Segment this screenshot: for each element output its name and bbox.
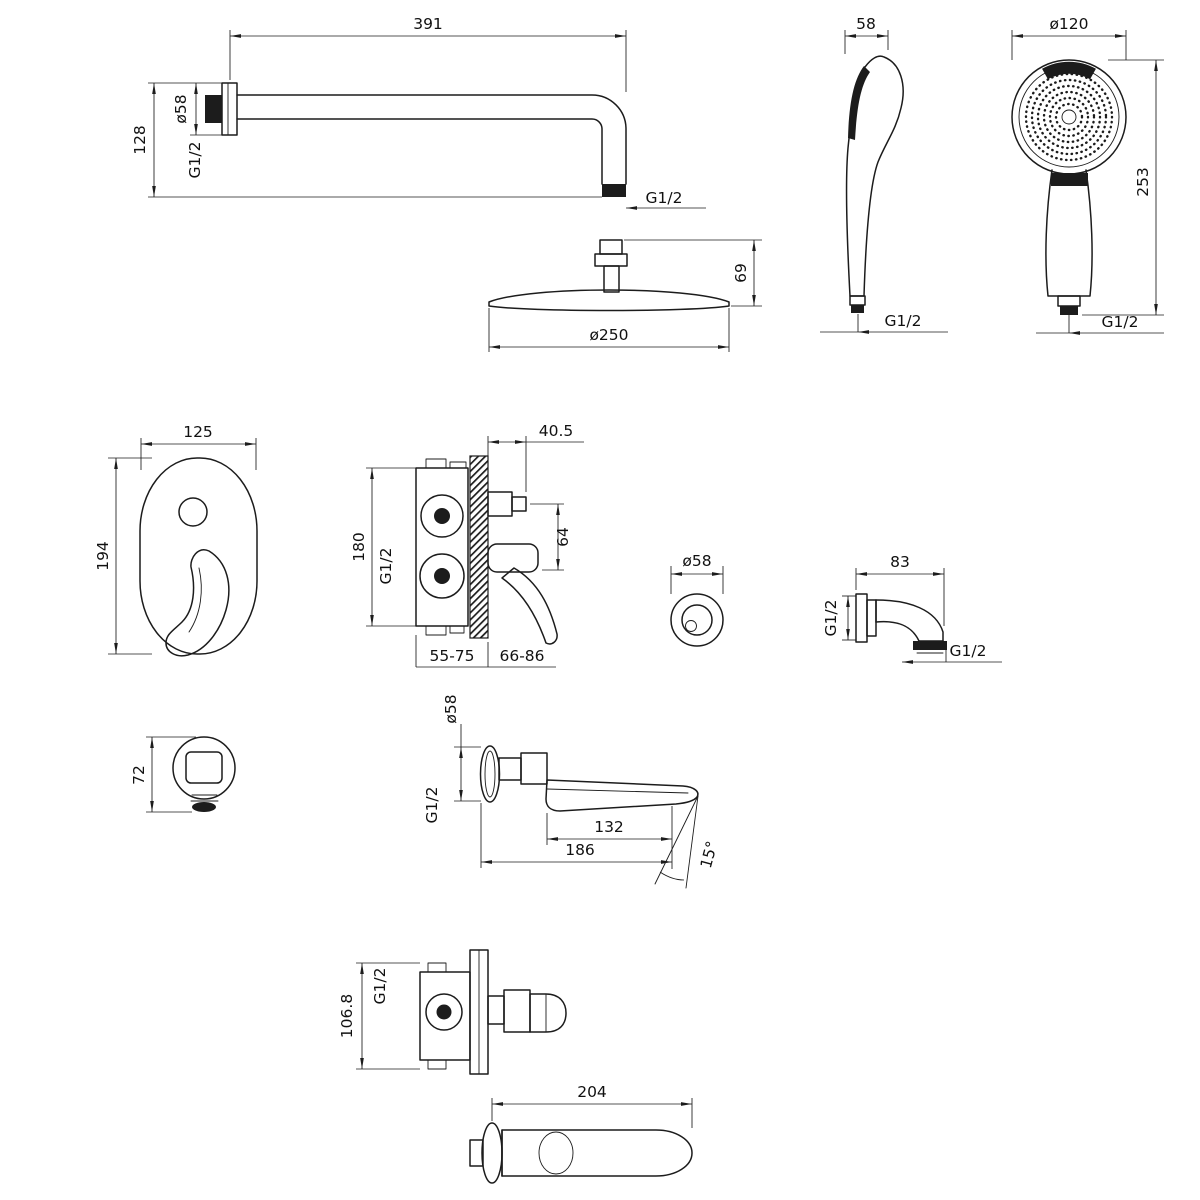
dim-valve-range-b: 66-86	[499, 647, 544, 665]
label-arm-thread-end: G1/2	[646, 189, 683, 207]
dim-arm-flange-dia: ø58	[172, 94, 190, 123]
hand-shower-head-outline	[1011, 59, 1127, 175]
dim-valve-range-a: 55-75	[429, 647, 474, 665]
dim-spout-angle: 15°	[697, 839, 722, 870]
trim-plate-outline	[139, 457, 258, 655]
single-valve-view: 106.8 G1/2	[338, 949, 567, 1075]
outlet-elbow-view: 83 G1/2 G1/2	[822, 553, 1002, 664]
rain-shower-head-view: 69 ø250	[488, 239, 762, 352]
round-spout-flange	[481, 1122, 503, 1184]
mixer-wall-plate	[469, 455, 489, 639]
single-valve-knob	[529, 993, 567, 1033]
diverter-button	[178, 497, 208, 527]
dim-plate-height: 194	[94, 541, 112, 571]
dim-escutcheon-dia: ø58	[682, 552, 711, 570]
dim-spout-flange-dia: ø58	[442, 694, 460, 723]
arm-end-thread	[602, 184, 626, 197]
dim-hand-length: 253	[1134, 167, 1152, 197]
wall-outlet-view: 72	[130, 736, 236, 813]
elbow-outline	[875, 599, 944, 642]
dim-valve-port-spacing: 64	[554, 527, 572, 547]
label-elbow-thread-bottom: G1/2	[950, 642, 987, 660]
dim-head-dia: ø250	[589, 326, 628, 344]
dim-valve-depth: 40.5	[539, 422, 574, 440]
dim-plate-width: 125	[183, 423, 213, 441]
mixer-body	[415, 467, 469, 627]
hand-shower-side-view: 58 G1/2	[820, 15, 948, 334]
dim-valve-height: 180	[350, 532, 368, 562]
spout-blade	[545, 779, 699, 812]
dim-spout-reach-total: 186	[565, 841, 595, 859]
escutcheon-outline	[670, 593, 724, 647]
arm-wall-flange	[221, 82, 238, 136]
trim-plate-lever	[165, 549, 230, 657]
label-hand-front-thread: G1/2	[1102, 313, 1139, 331]
label-arm-thread-wall: G1/2	[186, 142, 204, 179]
dim-head-height: 69	[732, 263, 750, 283]
hand-shower-handle	[1045, 169, 1093, 297]
shower-arm-outline	[236, 94, 627, 185]
round-spout-view: 204	[469, 1083, 693, 1184]
label-valve-thread: G1/2	[377, 548, 395, 585]
dim-hand-face-dia: ø120	[1049, 15, 1088, 33]
arm-thread-block	[205, 95, 222, 123]
shower-arm-view: 391 128 ø58 G1/2 G1/2	[131, 15, 706, 210]
dim-hand-width: 58	[856, 15, 876, 33]
hand-shower-front-view: ø120 253 G1/2	[1011, 15, 1164, 335]
rain-head-outline	[488, 289, 730, 312]
trim-plate-view: 125 194	[94, 423, 258, 657]
escutcheon-view: ø58	[670, 552, 724, 647]
spout-flange	[479, 745, 501, 803]
wall-outlet-outline	[172, 736, 236, 800]
dim-arm-length: 391	[413, 15, 443, 33]
dim-spout-reach-inner: 132	[594, 818, 624, 836]
label-spout-thread: G1/2	[423, 787, 441, 824]
mixer-valve-view: 40.5 180 G1/2 64 55-75 66-86	[350, 422, 584, 668]
dim-outlet-height: 72	[130, 765, 148, 785]
dim-arm-height: 128	[131, 125, 149, 155]
label-single-valve-thread: G1/2	[371, 968, 389, 1005]
round-spout-body	[501, 1129, 693, 1177]
tub-spout-view: 15° ø58 G1/2 132 186	[423, 694, 722, 889]
dim-single-valve-height: 106.8	[338, 994, 356, 1038]
label-elbow-thread-side: G1/2	[822, 600, 840, 637]
label-hand-thread: G1/2	[885, 312, 922, 330]
mixer-handle-lever	[501, 567, 558, 645]
mixer-handle-base	[487, 543, 539, 573]
dim-round-spout-length: 204	[577, 1083, 607, 1101]
dim-elbow-width: 83	[890, 553, 910, 571]
